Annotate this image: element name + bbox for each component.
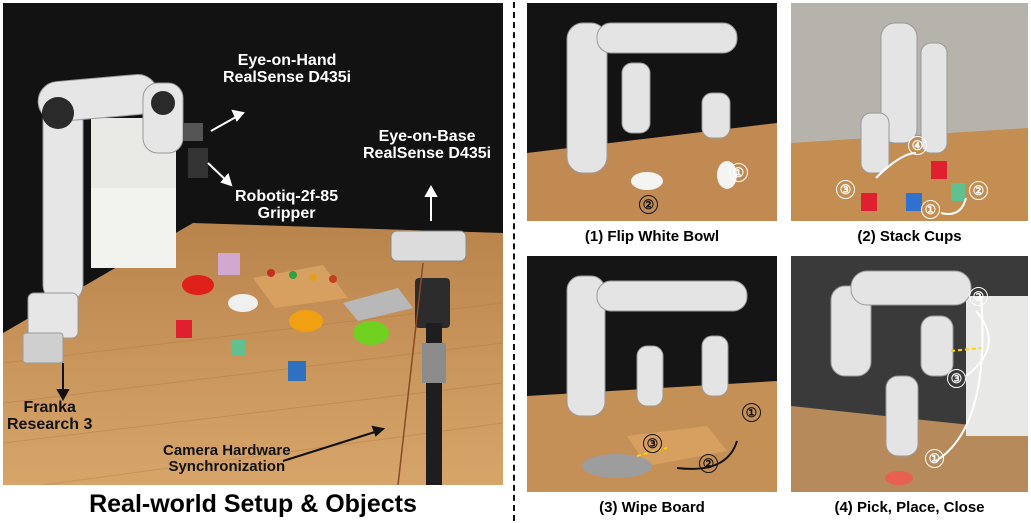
task-panel-wipe-board: ① ② ③ <box>527 256 777 492</box>
task-caption-2: (2) Stack Cups <box>857 228 962 245</box>
main-title: Real-world Setup & Objects <box>89 490 417 518</box>
franka-line2: Research 3 <box>7 415 93 433</box>
gripper-label: Robotiq-2f-85 Gripper <box>235 188 339 223</box>
step-3-marker: ③ <box>836 180 855 199</box>
sync-line1: Camera Hardware <box>163 442 291 459</box>
step-1-marker: ① <box>729 163 748 182</box>
eye-on-hand-label: Eye-on-Hand RealSense D435i <box>223 52 352 87</box>
eye-on-base-line2: RealSense D435i <box>363 144 492 162</box>
step-1-marker: ① <box>742 403 761 422</box>
sync-line2: Synchronization <box>168 457 286 475</box>
task-caption-4: (4) Pick, Place, Close <box>834 499 985 516</box>
eye-on-base-line1: Eye-on-Base <box>378 128 476 145</box>
gripper-line1: Robotiq-2f-85 <box>235 188 339 205</box>
task-panel-pick-place-close: ① ② ③ <box>791 256 1028 492</box>
franka-line1: Franka <box>23 399 76 416</box>
setup-photo: Eye-on-Hand RealSense D435i Eye-on-Base … <box>3 3 503 485</box>
step-3-marker: ③ <box>947 369 966 388</box>
step-2-marker: ② <box>969 287 988 306</box>
step-4-marker: ④ <box>908 136 927 155</box>
task-caption-3: (3) Wipe Board <box>599 499 705 516</box>
sync-label: Camera Hardware Synchronization <box>163 443 291 475</box>
task-panel-stack-cups: ① ② ③ ④ <box>791 3 1028 221</box>
step-3-marker: ③ <box>643 434 662 453</box>
eye-on-base-label: Eye-on-Base RealSense D435i <box>363 128 492 163</box>
step-2-marker: ② <box>699 454 718 473</box>
step-2-marker: ② <box>969 181 988 200</box>
eye-on-hand-line2: RealSense D435i <box>223 68 352 86</box>
franka-label: Franka Research 3 <box>7 399 93 434</box>
task-panel-flip-bowl: ① ② <box>527 3 777 221</box>
eye-on-hand-line1: Eye-on-Hand <box>237 52 337 69</box>
dashed-divider <box>513 2 515 521</box>
step-1-marker: ① <box>925 449 944 468</box>
gripper-line2: Gripper <box>257 204 316 222</box>
step-1-marker: ① <box>921 200 940 219</box>
step-2-marker: ② <box>639 195 658 214</box>
task-caption-1: (1) Flip White Bowl <box>584 228 720 245</box>
